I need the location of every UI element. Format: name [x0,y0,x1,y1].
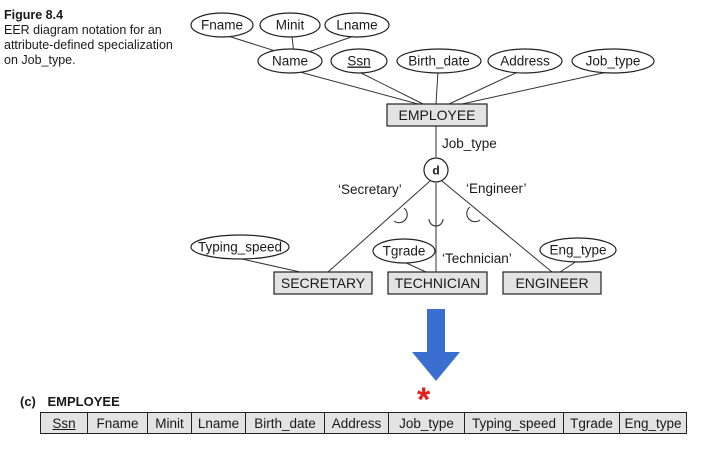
svg-text:Name: Name [272,54,308,69]
relation-employee-table: Ssn Fname Minit Lname Birth_date Address… [40,412,687,434]
svg-text:d: d [432,164,439,178]
column-job-type: Job_type [388,412,465,434]
relation-title: (c) EMPLOYEE [20,394,120,409]
red-asterisk-marker: * [417,381,431,419]
figure-caption: Figure 8.4 EER diagram notation for an a… [4,8,174,68]
predicate-engineer: ‘Engineer’ [466,181,527,196]
svg-text:Fname: Fname [201,18,243,33]
svg-text:Tgrade: Tgrade [383,244,426,259]
subset-symbol-secretary [393,207,408,224]
attribute-minit: Minit [259,12,321,38]
subset-symbol-engineer [466,206,481,223]
relation-part-label: (c) [20,394,36,409]
entity-technician: TECHNICIAN [387,271,488,295]
figure-description: EER diagram notation for an attribute-de… [4,23,173,67]
attribute-tgrade: Tgrade [372,238,436,264]
disjoint-circle: d [423,157,449,183]
column-ssn: Ssn [40,412,88,434]
subset-symbol-technician [428,218,444,227]
column-tgrade: Tgrade [563,412,620,434]
column-birth-date: Birth_date [245,412,325,434]
defining-attribute-label: Job_type [442,136,497,151]
column-eng-type: Eng_type [619,412,687,434]
figure-number: Figure 8.4 [4,8,64,22]
entity-employee: EMPLOYEE [386,103,488,127]
svg-text:SECRETARY: SECRETARY [281,275,366,291]
column-lname: Lname [191,412,246,434]
entity-secretary: SECRETARY [273,271,373,295]
attribute-job-type: Job_type [571,48,655,74]
attribute-birth-date: Birth_date [396,48,482,74]
relation-columns-row: Ssn Fname Minit Lname Birth_date Address… [40,412,687,434]
svg-text:Ssn: Ssn [347,54,370,69]
connector-lines [227,35,613,273]
predicate-technician: ‘Technician’ [442,251,512,266]
svg-text:ENGINEER: ENGINEER [515,275,588,291]
attribute-name: Name [257,48,323,74]
relation-name: EMPLOYEE [47,394,120,409]
svg-text:TECHNICIAN: TECHNICIAN [395,275,481,291]
attribute-address: Address [487,48,563,74]
column-typing-speed: Typing_speed [464,412,564,434]
column-fname: Fname [87,412,148,434]
svg-text:Birth_date: Birth_date [408,54,470,69]
predicate-secretary: ‘Secretary’ [338,182,402,197]
svg-text:Eng_type: Eng_type [549,243,606,258]
attribute-ssn: Ssn [330,48,388,74]
down-arrow-icon [412,309,460,381]
svg-text:Lname: Lname [336,18,377,33]
entity-engineer: ENGINEER [502,271,602,295]
attribute-lname: Lname [324,12,390,38]
attribute-fname: Fname [190,12,254,38]
svg-text:Minit: Minit [276,18,305,33]
svg-text:EMPLOYEE: EMPLOYEE [398,107,475,123]
column-minit: Minit [147,412,192,434]
attribute-typing-speed: Typing_speed [190,234,290,260]
svg-text:Typing_speed: Typing_speed [198,240,282,255]
svg-text:Job_type: Job_type [586,54,641,69]
attribute-eng-type: Eng_type [539,237,617,263]
svg-text:Address: Address [500,54,550,69]
column-address: Address [324,412,389,434]
subset-symbols [393,206,481,227]
